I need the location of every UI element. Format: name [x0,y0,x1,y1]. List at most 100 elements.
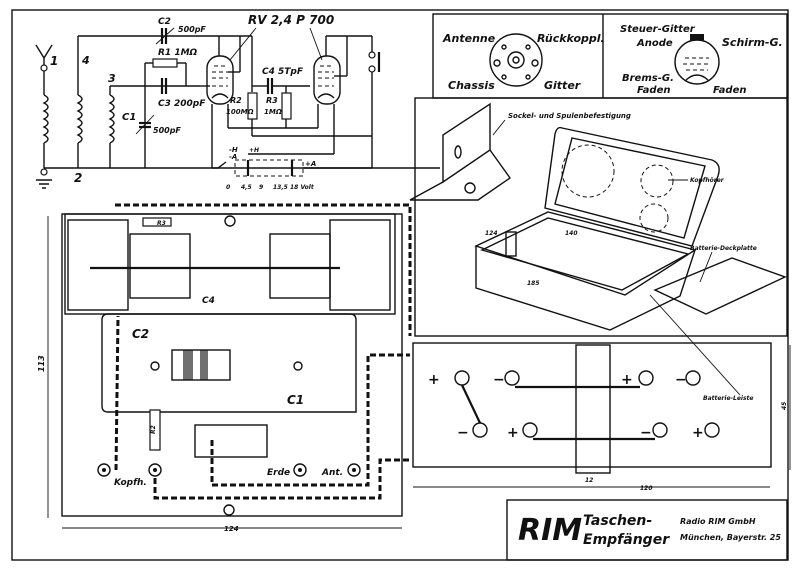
r3-name: R3 [266,96,278,105]
dim-113: 113 [37,355,46,372]
tuning-capacitor-plate [101,313,357,413]
dim-124: 124 [485,230,498,237]
bottom-pole-4: + [692,425,704,441]
plus-h: +H [249,147,259,154]
r2-value: 100MΩ [226,108,254,116]
socket-pin-panels: Antenne Rückkoppl. Chassis Gitter Steuer… [432,13,788,99]
faden-left-label: Faden [637,85,671,96]
steuer-gitter-label: Steuer-Gitter [620,24,696,35]
plus-a: +A [305,160,316,168]
c3-label: C3 200pF [158,99,206,109]
erde-label: Erde [267,468,290,478]
battery-cover-label: Batterie-Deckplatte [690,245,757,252]
left-coil-block [67,219,129,311]
top-pole-1: + [428,372,440,388]
r1-resistor [152,58,178,68]
power-switch [212,161,227,169]
voltage-0: 0 [226,184,230,191]
dim-120: 120 [640,485,653,492]
feedback-coil [76,94,83,144]
dim-140: 140 [565,230,578,237]
c2-name: C2 [158,17,171,27]
circuit-schematic: 1 4 2 3 C2 500pF R1 1MΩ [35,13,440,191]
grid-coil [108,94,115,144]
c4-label: C4 5TpF [262,67,304,77]
c4-chassis: C4 [202,296,215,306]
battery-strip: + − + − − + − + Batterie-Leiste 45 120 1… [412,294,791,492]
r2-chassis-resistor [149,409,161,451]
kopfh-label: Kopfh. [114,478,147,488]
anode-label: Anode [636,38,673,49]
chassis-wiring-plan: 113 124 R3 C4 C2 C1 R2 Kopfh. Erde [37,203,412,533]
terminal-2-label: 2 [74,171,82,185]
bottom-pole-3: − [640,425,652,441]
pin-gitter: Gitter [544,79,581,92]
dim-124-chassis: 124 [224,525,239,533]
dim-12: 12 [585,477,593,484]
dim-185: 185 [527,280,540,287]
headphone-terminal [97,463,111,477]
tube-rv24 [206,55,234,105]
minus-a: -A [229,153,237,161]
terminal-4-label: 4 [81,54,90,67]
c1-chassis: C1 [287,393,304,407]
schirm-label: Schirm-G. [722,36,783,49]
r3-value: 1MΩ [264,108,282,116]
voltage-1: 4,5 [241,184,252,191]
c2-value: 500pF [178,25,206,34]
case-lid [544,126,720,247]
tubes-label: RV 2,4 P 700 [248,13,334,27]
top-pole-4: − [675,372,687,388]
switch-block [194,424,268,458]
terminal-1-label: 1 [50,54,58,68]
pin-antenne: Antenne [442,32,496,45]
bottom-pole-2: + [507,425,519,441]
r3-resistor [281,92,292,120]
antenna-coil [42,94,49,144]
headphones-label: Kopfhörer [690,177,725,184]
battery-strip-label: Batterie-Leiste [703,395,753,402]
title-block: RIM Taschen- Empfänger Radio RIM GmbH Mü… [506,499,788,561]
r2-chassis: R2 [150,425,157,434]
socket-bracket [442,102,491,184]
c1-value: 500pF [153,126,181,135]
battery-cover-plate [653,257,787,315]
case-isometric-drawing: Sockel- und Spulenbefestigung Kopfhörer … [409,97,788,337]
tube-p700 [313,55,341,105]
earth-terminal [293,463,307,477]
right-coil-block [329,219,391,311]
dim-45: 45 [781,402,788,410]
voltage-4: 18 Volt [290,184,315,191]
case-box [474,211,697,296]
brand-logo: RIM [518,513,582,548]
c1-name: C1 [122,112,136,123]
pin-rueckkoppl: Rückkoppl. [537,32,605,45]
r2-name: R2 [230,96,242,105]
terminal-3-label: 3 [108,72,116,85]
top-pole-3: + [621,372,633,388]
voltage-2: 9 [259,184,263,191]
brems-label: Brems-G. [622,73,674,84]
wire-harness [115,203,412,336]
company-address: München, Bayerstr. 25 [680,533,781,542]
tube-socket-icon [674,39,720,85]
antenna-terminal [347,463,361,477]
r1-label: R1 1MΩ [158,48,198,58]
voltage-3: 13,5 [273,184,288,191]
c2-chassis: C2 [132,327,149,341]
antenna-icon [35,44,53,65]
coil-socket-icon [489,33,543,87]
socket-mount-label: Sockel- und Spulenbefestigung [508,112,631,120]
company-name: Radio RIM GmbH [680,517,756,526]
top-pole-2: − [493,372,505,388]
pin-chassis: Chassis [448,79,495,92]
ant-label: Ant. [321,468,343,478]
sheet-border [11,9,789,561]
bottom-pole-1: − [457,425,469,441]
minus-h: -H [229,146,238,154]
faden-right-label: Faden [713,85,747,96]
product-line-1: Taschen- [583,513,652,529]
r3-chassis: R3 [157,220,166,227]
headphone-terminal-2 [148,463,162,477]
